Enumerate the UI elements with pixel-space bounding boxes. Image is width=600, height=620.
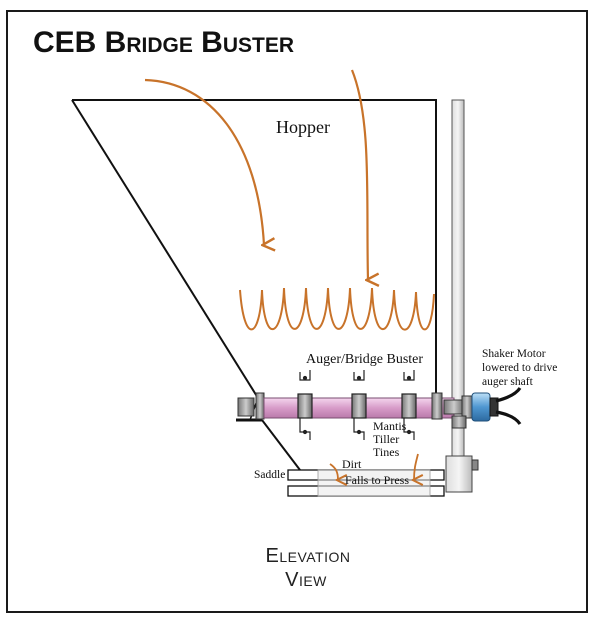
svg-text:auger shaft: auger shaft (482, 376, 534, 388)
material-bridge-wave (239, 287, 435, 331)
motor-label: Shaker Motor lowered to drive auger shaf… (482, 348, 557, 388)
shaker-motor (461, 387, 522, 425)
flow-arrow (414, 453, 418, 480)
tiller-tine (351, 370, 367, 440)
diagram-title: CEB Bridge Buster (33, 26, 294, 59)
svg-text:Shaker Motor: Shaker Motor (482, 348, 546, 360)
saddle-label: Saddle (254, 469, 285, 481)
svg-text:Falls to Press: Falls to Press (345, 473, 409, 487)
dirt-flow-arrows (329, 453, 418, 480)
svg-text:Elevation: Elevation (265, 545, 350, 567)
svg-text:View: View (285, 569, 327, 591)
material-flow-arrows (144, 69, 368, 280)
tines-label: Mantis Tiller Tines (373, 419, 407, 459)
hopper-label: Hopper (276, 117, 330, 137)
svg-text:lowered to drive: lowered to drive (482, 362, 557, 374)
tiller-tine (401, 370, 417, 440)
flow-arrow (144, 78, 264, 245)
diagram-frame (6, 10, 588, 613)
shaft-bracket (451, 415, 467, 429)
flow-arrow (350, 69, 368, 280)
flow-arrow (329, 463, 338, 480)
svg-text:Tiller: Tiller (373, 432, 399, 446)
svg-text:Tines: Tines (373, 445, 400, 459)
view-label: Elevation View (265, 545, 350, 591)
gearbox (445, 455, 479, 493)
auger-label: Auger/Bridge Buster (306, 352, 423, 367)
hopper (71, 99, 437, 471)
dirt-label: Dirt Falls to Press (342, 457, 409, 487)
auger-shaft (236, 392, 465, 422)
svg-text:Mantis: Mantis (373, 419, 407, 433)
tiller-tine (297, 370, 313, 440)
svg-text:Dirt: Dirt (342, 457, 362, 471)
support-post (451, 99, 465, 491)
